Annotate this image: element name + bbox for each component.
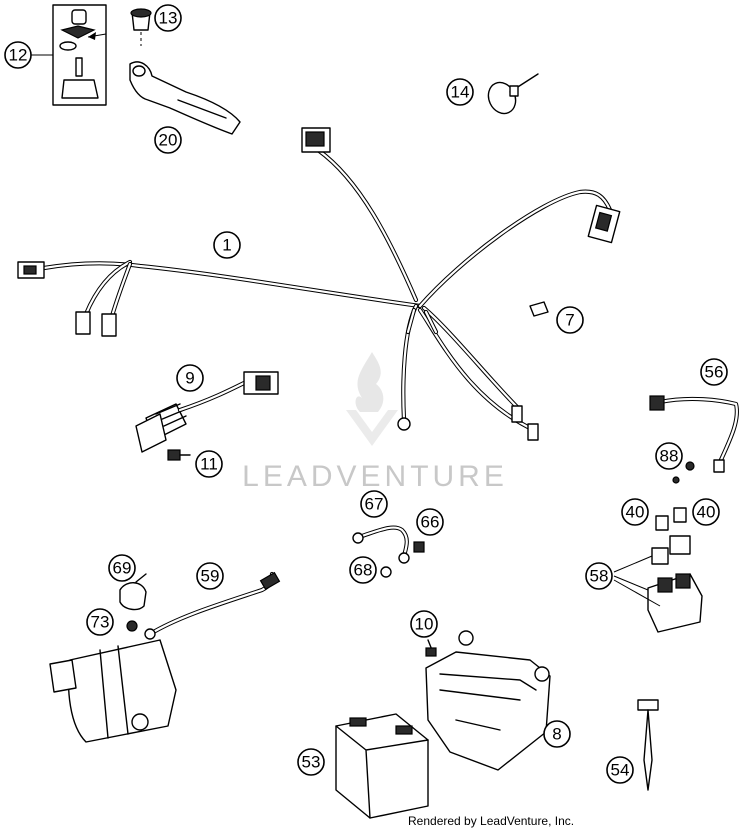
part-59-starter-cable — [144, 571, 281, 640]
part-66-screw — [413, 541, 425, 553]
svg-text:7: 7 — [565, 311, 574, 330]
svg-text:69: 69 — [113, 559, 132, 578]
part-20-lever — [129, 61, 241, 135]
part-69-cap — [119, 573, 147, 611]
part-8-battery-holder — [425, 630, 551, 771]
callout-20: 20 — [154, 126, 182, 154]
part-10-bolt — [425, 639, 437, 657]
svg-text:14: 14 — [451, 83, 470, 102]
part-56-cable — [649, 395, 739, 473]
part-7-clip — [529, 301, 549, 317]
callout-68: 68 — [349, 556, 377, 584]
part-54-tool — [637, 699, 659, 791]
callout-56: 56 — [700, 358, 728, 386]
callout-14: 14 — [446, 78, 474, 106]
part-1-wiring-harness — [17, 127, 621, 441]
part-14-cable-tie — [487, 73, 539, 115]
svg-text:68: 68 — [354, 561, 373, 580]
footer-credit: Rendered by LeadVenture, Inc. — [408, 814, 575, 828]
part-11-bolt — [167, 449, 191, 461]
callout-9: 9 — [176, 364, 204, 392]
part-9-regulator — [135, 371, 279, 453]
callout-59: 59 — [196, 562, 224, 590]
svg-text:12: 12 — [9, 46, 28, 65]
callout-11: 11 — [195, 450, 223, 478]
svg-text:73: 73 — [91, 613, 110, 632]
svg-text:1: 1 — [222, 236, 231, 255]
part-13-cap — [130, 8, 152, 46]
watermark-logo — [346, 352, 398, 446]
callout-58: 58 — [585, 562, 613, 590]
callout-40-left: 40 — [621, 498, 649, 526]
svg-text:11: 11 — [200, 455, 218, 474]
svg-text:10: 10 — [415, 615, 434, 634]
callout-67: 67 — [360, 490, 388, 518]
svg-text:20: 20 — [159, 131, 178, 150]
callout-8: 8 — [543, 720, 571, 748]
svg-text:67: 67 — [365, 495, 384, 514]
svg-text:13: 13 — [159, 9, 178, 28]
callout-13: 13 — [154, 4, 182, 32]
callout-88: 88 — [655, 442, 683, 470]
callout-66: 66 — [416, 508, 444, 536]
callout-69: 69 — [108, 554, 136, 582]
svg-text:53: 53 — [302, 753, 321, 772]
svg-text:40: 40 — [697, 503, 716, 522]
svg-text:54: 54 — [611, 761, 630, 780]
svg-text:66: 66 — [421, 513, 440, 532]
part-53-battery — [335, 713, 429, 819]
callout-1: 1 — [213, 231, 241, 259]
part-67-ground-wire — [352, 525, 410, 564]
callout-53: 53 — [297, 748, 325, 776]
svg-text:9: 9 — [185, 369, 194, 388]
svg-text:8: 8 — [552, 725, 561, 744]
part-12-inset — [52, 4, 107, 106]
watermark-text: LEADVENTURE — [242, 460, 508, 493]
starter-motor — [49, 639, 177, 743]
svg-text:56: 56 — [705, 363, 724, 382]
part-58-relay-box — [613, 535, 703, 633]
part-40-fuses — [655, 507, 687, 531]
callout-10: 10 — [410, 610, 438, 638]
part-88-screws — [672, 461, 695, 484]
callout-54: 54 — [606, 756, 634, 784]
svg-text:58: 58 — [590, 567, 609, 586]
callout-40-right: 40 — [692, 498, 720, 526]
part-68-washer — [380, 566, 392, 578]
callout-12: 12 — [4, 41, 32, 69]
part-73-nut — [126, 620, 138, 632]
svg-text:88: 88 — [660, 447, 679, 466]
svg-text:40: 40 — [626, 503, 645, 522]
callout-73: 73 — [86, 608, 114, 636]
svg-text:59: 59 — [201, 567, 220, 586]
callout-7: 7 — [556, 306, 584, 334]
